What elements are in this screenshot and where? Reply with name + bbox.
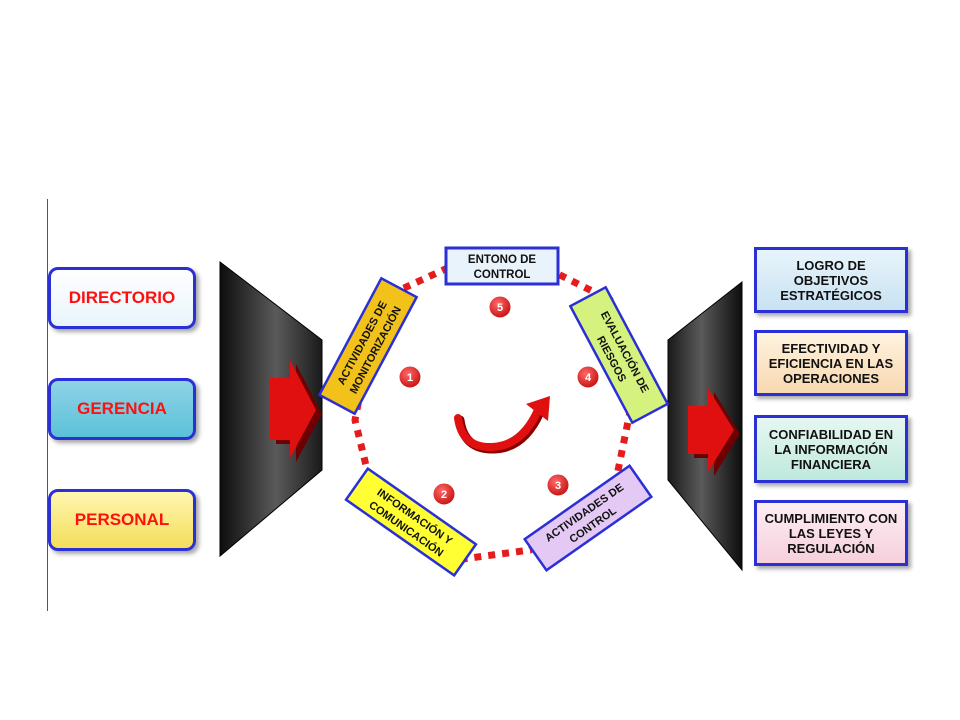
- svg-text:4: 4: [585, 372, 592, 384]
- number-badge-3: 3: [546, 473, 570, 497]
- number-badge-5: 5: [488, 295, 512, 319]
- number-badge-2: 2: [432, 482, 456, 506]
- box-cumplimiento: CUMPLIMIENTO CON LAS LEYES Y REGULACIÓN: [754, 500, 908, 566]
- component-entorno-line1: ENTONO DE: [468, 254, 536, 266]
- box-directorio: DIRECTORIO: [48, 267, 196, 329]
- box-efectividad: EFECTIVIDAD Y EFICIENCIA EN LAS OPERACIO…: [754, 330, 908, 396]
- svg-text:1: 1: [407, 372, 413, 384]
- component-control: [522, 463, 654, 573]
- svg-text:3: 3: [555, 480, 561, 492]
- box-personal: PERSONAL: [48, 489, 196, 551]
- left-divider-line: [47, 199, 48, 611]
- component-monitorizacion: [317, 276, 419, 416]
- cycle-curved-arrow-icon: [454, 396, 550, 454]
- component-entorno: [444, 246, 560, 286]
- box-logro-objetivos: LOGRO DE OBJETIVOS ESTRATÉGICOS: [754, 247, 908, 313]
- box-gerencia: GERENCIA: [48, 378, 196, 440]
- component-informacion: [344, 466, 478, 578]
- svg-text:5: 5: [497, 302, 503, 314]
- component-evaluacion: [568, 285, 670, 425]
- svg-text:2: 2: [441, 489, 447, 501]
- box-confiabilidad: CONFIABILIDAD EN LA INFORMACIÓN FINANCIE…: [754, 415, 908, 483]
- component-entorno-line2: CONTROL: [474, 269, 531, 281]
- right-funnel-arrow-icon: [688, 388, 740, 476]
- number-badge-4: 4: [576, 365, 600, 389]
- number-badge-1: 1: [398, 365, 422, 389]
- left-funnel-arrow-icon: [270, 360, 322, 462]
